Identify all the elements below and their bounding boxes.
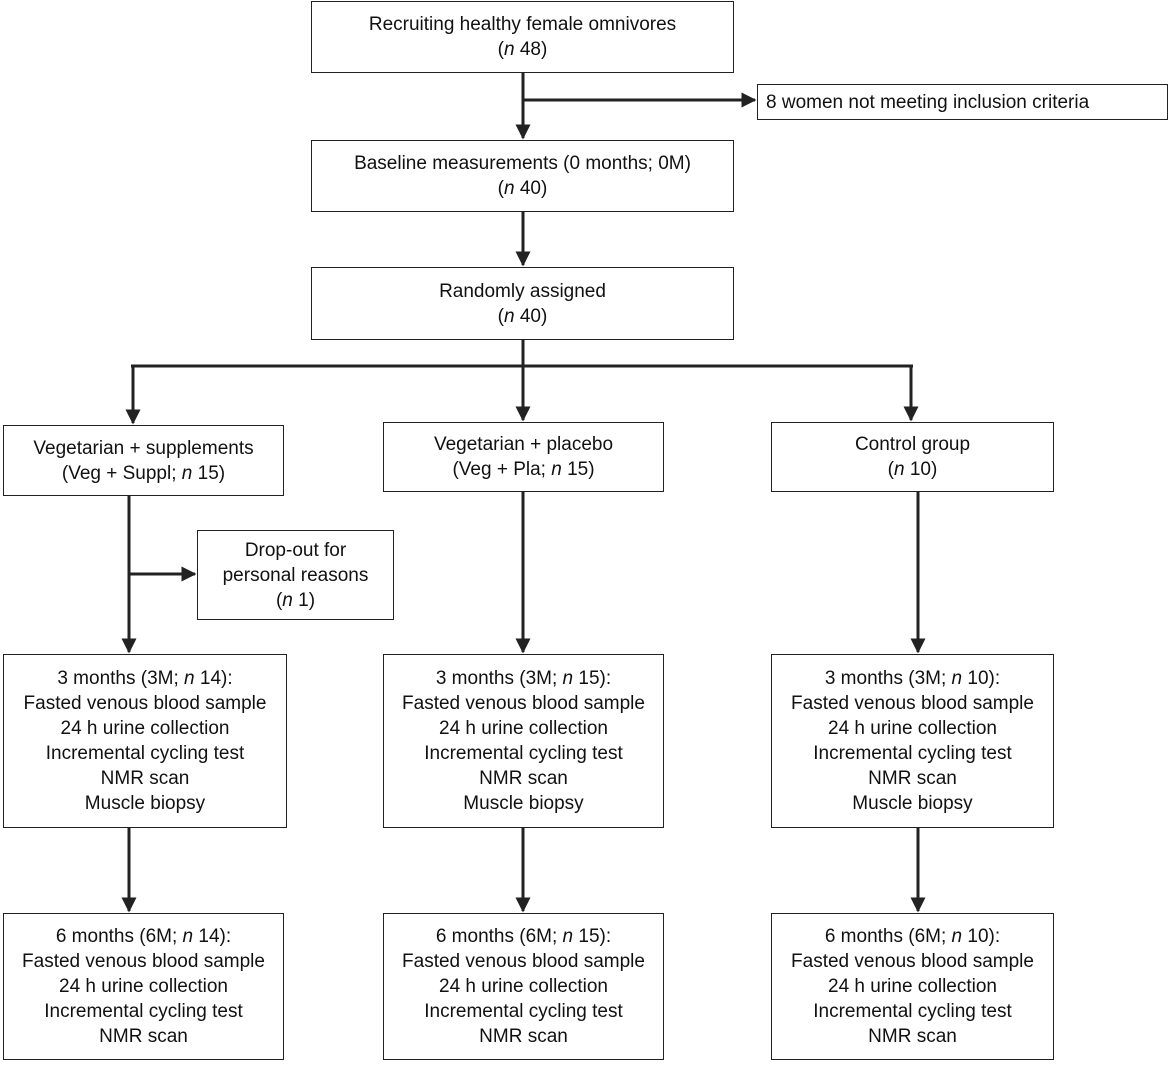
veg-pla-3m-box: 3 months (3M; n 15): Fasted venous blood… [383, 654, 664, 828]
n-symbol: n [504, 39, 515, 60]
timepoint-heading: 6 months (6M; n 15): [435, 926, 612, 947]
measurement-item: Fasted venous blood sample [402, 693, 645, 714]
measurement-item: Incremental cycling test [424, 1001, 623, 1022]
measurement-item: Muscle biopsy [84, 793, 206, 814]
measurement-item: Fasted venous blood sample [23, 693, 267, 714]
measurement-item: Muscle biopsy [463, 793, 584, 814]
randomised-title: Randomly assigned [439, 280, 606, 302]
recruitment-box: Recruiting healthy female omnivores (n 4… [311, 1, 734, 73]
randomised-n: 40 [519, 305, 541, 327]
measurement-item: 24 h urine collection [60, 718, 230, 739]
measurement-item: 24 h urine collection [828, 976, 997, 997]
measurement-item: Fasted venous blood sample [791, 693, 1034, 714]
measurement-item: 24 h urine collection [439, 976, 608, 997]
n-symbol: n [181, 462, 193, 484]
measurement-item: NMR scan [479, 1026, 568, 1047]
baseline-count: (n 40) [497, 178, 548, 199]
timepoint-heading: 6 months (6M; n 10): [824, 926, 1001, 947]
n-symbol: n [551, 459, 562, 480]
timepoint-n: 14 [198, 926, 220, 947]
timepoint-heading: 3 months (3M; n 15): [435, 668, 612, 689]
n-symbol: n [894, 459, 905, 480]
measurement-item: Incremental cycling test [813, 743, 1012, 764]
measurement-item: NMR scan [868, 768, 957, 789]
n-symbol: n [504, 305, 515, 327]
recruitment-n: 48 [519, 39, 541, 60]
timepoint-heading: 6 months (6M; n 14): [55, 926, 232, 947]
dropout-count: (n 1) [275, 589, 316, 611]
measurement-item: Incremental cycling test [424, 743, 623, 764]
measurement-item: NMR scan [479, 768, 568, 789]
n-symbol: n [184, 668, 195, 689]
timepoint-n: 15 [578, 926, 600, 947]
group-count: (Veg + Suppl; n 15) [61, 462, 226, 484]
timepoint-n: 10 [967, 668, 989, 689]
measurement-item: NMR scan [99, 1026, 188, 1047]
n-symbol: n [951, 926, 963, 947]
dropout-line1: Drop-out for [244, 539, 347, 561]
timepoint-n: 10 [967, 926, 989, 947]
group-title: Control group [854, 434, 971, 455]
measurement-item: Incremental cycling test [44, 1001, 243, 1022]
timepoint-n: 14 [199, 668, 222, 689]
group-count: (n 10) [887, 459, 938, 480]
n-symbol: n [562, 668, 574, 689]
baseline-title: Baseline measurements (0 months; 0M) [354, 153, 691, 174]
group-veg-pla-box: Vegetarian + placebo (Veg + Pla; n 15) [383, 422, 664, 492]
dropout-box: Drop-out for personal reasons (n 1) [197, 530, 394, 620]
measurement-item: 24 h urine collection [59, 976, 228, 997]
measurement-item: Fasted venous blood sample [402, 951, 645, 972]
timepoint-heading: 3 months (3M; n 10): [824, 668, 1001, 689]
excluded-box: 8 women not meeting inclusion criteria [757, 84, 1168, 120]
group-title: Vegetarian + placebo [433, 434, 614, 455]
baseline-box: Baseline measurements (0 months; 0M) (n … [311, 140, 734, 212]
measurement-item: NMR scan [100, 768, 190, 789]
measurement-item: 24 h urine collection [828, 718, 997, 739]
measurement-item: Incremental cycling test [45, 743, 245, 764]
control-6m-box: 6 months (6M; n 10): Fasted venous blood… [771, 913, 1054, 1060]
timepoint-n: 15 [578, 668, 600, 689]
n-symbol: n [504, 178, 515, 199]
n-symbol: n [562, 926, 574, 947]
group-control-box: Control group (n 10) [771, 422, 1054, 492]
control-3m-box: 3 months (3M; n 10): Fasted venous blood… [771, 654, 1054, 828]
dropout-n: 1 [298, 589, 309, 611]
veg-suppl-6m-box: 6 months (6M; n 14): Fasted venous blood… [3, 913, 284, 1060]
veg-suppl-3m-box: 3 months (3M; n 14): Fasted venous blood… [3, 654, 287, 828]
n-symbol: n [182, 926, 194, 947]
dropout-line2: personal reasons [222, 564, 369, 586]
measurement-item: NMR scan [868, 1026, 957, 1047]
randomised-count: (n 40) [497, 305, 548, 327]
group-n: 10 [909, 459, 931, 480]
group-count: (Veg + Pla; n 15) [452, 459, 595, 480]
group-n: 15 [197, 462, 219, 484]
measurement-item: Incremental cycling test [813, 1001, 1012, 1022]
baseline-n: 40 [519, 178, 541, 199]
recruitment-title: Recruiting healthy female omnivores [368, 14, 677, 35]
group-n: 15 [567, 459, 589, 480]
group-title: Vegetarian + supplements [33, 437, 254, 459]
measurement-item: Muscle biopsy [852, 793, 973, 814]
group-veg-suppl-box: Vegetarian + supplements (Veg + Suppl; n… [3, 425, 284, 496]
veg-pla-6m-box: 6 months (6M; n 15): Fasted venous blood… [383, 913, 664, 1060]
timepoint-heading: 3 months (3M; n 14): [57, 668, 233, 689]
n-symbol: n [951, 668, 963, 689]
n-symbol: n [282, 589, 293, 611]
measurement-item: 24 h urine collection [439, 718, 608, 739]
measurement-item: Fasted venous blood sample [22, 951, 265, 972]
measurement-item: Fasted venous blood sample [791, 951, 1034, 972]
excluded-text: 8 women not meeting inclusion criteria [766, 91, 1090, 113]
recruitment-count: (n 48) [497, 39, 548, 60]
randomised-box: Randomly assigned (n 40) [311, 267, 734, 340]
